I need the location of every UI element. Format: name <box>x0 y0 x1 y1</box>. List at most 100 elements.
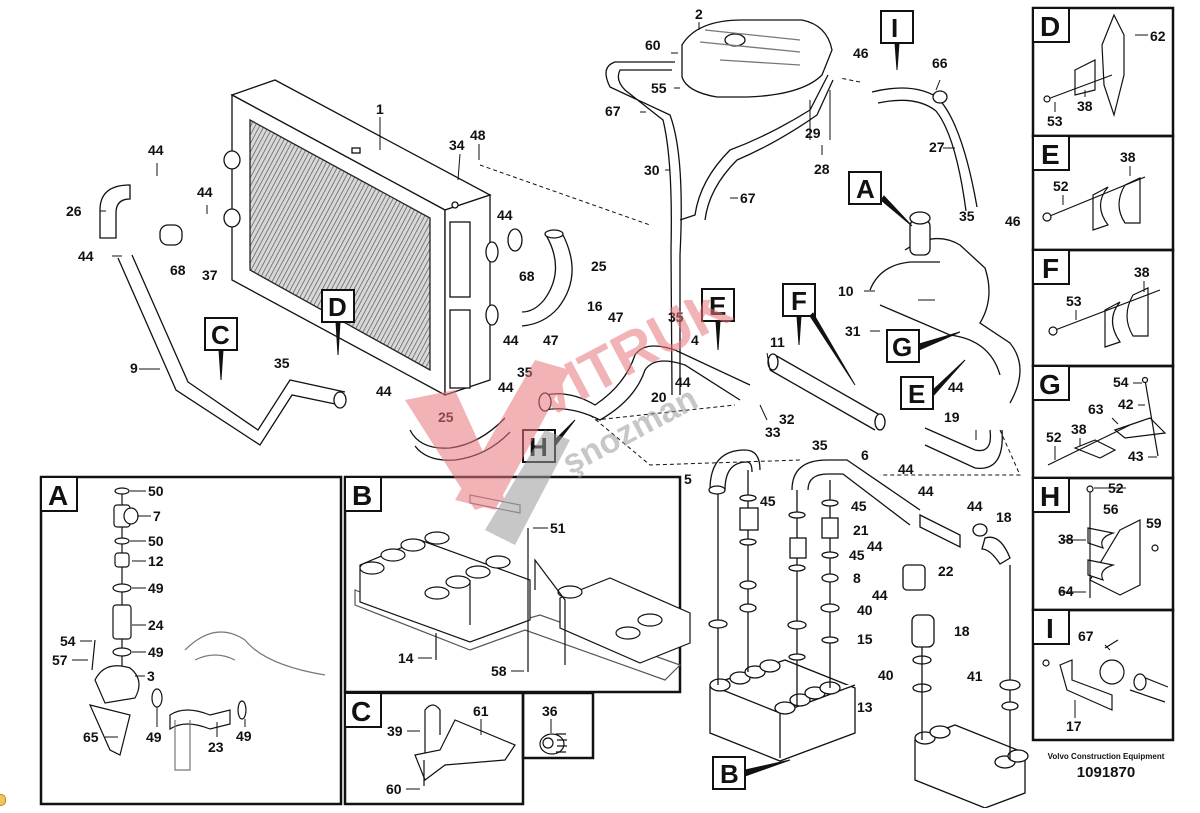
callout-40-stack: 40 <box>857 602 873 618</box>
inset-c-callout-39: 39 <box>387 723 403 739</box>
hose-27 <box>871 87 978 212</box>
drawing-number: 1091870 <box>1076 764 1136 781</box>
inset-36-drawing <box>539 733 567 755</box>
inset-c-callouts: 39 61 60 36 <box>386 703 558 797</box>
callout-33: 33 <box>765 424 781 440</box>
inset-c-drawing <box>414 704 516 786</box>
inset-h-callout-38: 38 <box>1058 531 1074 547</box>
leader-lines <box>100 22 977 440</box>
callout-4: 4 <box>691 332 699 348</box>
callout-10: 10 <box>838 283 854 299</box>
inset-a-callout-49-a: 49 <box>148 580 164 596</box>
inset-b-callout-58: 58 <box>491 663 507 679</box>
hose-25-lower <box>409 417 511 461</box>
callout-35-pipe6: 35 <box>812 437 828 453</box>
inset-a-callouts: 50 7 50 12 49 24 54 57 49 3 65 49 23 49 <box>52 483 252 755</box>
inset-f-letter: F <box>1042 253 1059 284</box>
callout-9: 9 <box>130 360 138 376</box>
inset-i-callout-67: 67 <box>1078 628 1094 644</box>
callout-66: 66 <box>932 55 948 71</box>
callout-35-left: 35 <box>274 355 290 371</box>
callout-8: 8 <box>853 570 861 586</box>
callout-25-lower: 25 <box>438 409 454 425</box>
callout-2: 2 <box>695 6 703 22</box>
callout-13: 13 <box>857 699 873 715</box>
inset-h-callout-59: 59 <box>1146 515 1162 531</box>
callout-5: 5 <box>684 471 692 487</box>
inset-d-drawing <box>1043 13 1125 118</box>
callout-25-upper: 25 <box>591 258 607 274</box>
callout-44-g: 44 <box>498 379 514 395</box>
callout-44-i: 44 <box>948 379 964 395</box>
callout-35-pipe4: 35 <box>668 309 684 325</box>
callout-44-a: 44 <box>148 142 164 158</box>
hose-19 <box>924 427 1003 469</box>
callout-44-m: 44 <box>867 538 883 554</box>
main-callouts: 1 2 4 5 6 9 10 11 13 15 16 18 18 19 20 2… <box>66 6 1021 715</box>
inset-g-callout-63: 63 <box>1088 401 1104 417</box>
inset-g-callout-52: 52 <box>1046 429 1062 445</box>
callout-67-a: 67 <box>605 103 621 119</box>
callout-32: 32 <box>779 411 795 427</box>
callout-19: 19 <box>944 409 960 425</box>
inset-a-callout-57: 57 <box>52 652 68 668</box>
inset-e-drawing <box>1042 176 1146 231</box>
guide-lines <box>479 77 1021 476</box>
callout-22a: 22 <box>938 563 954 579</box>
oil-cooler-right <box>914 724 1029 809</box>
inset-f-callout-53: 53 <box>1066 293 1082 309</box>
footer-block: Volvo Construction Equipment 1091870 <box>1046 752 1166 781</box>
callout-35-right: 35 <box>959 208 975 224</box>
callout-46-top: 46 <box>853 45 869 61</box>
inset-right-leaders <box>1054 34 1157 718</box>
inset-g-callout-54: 54 <box>1113 374 1129 390</box>
callout-48: 48 <box>470 127 486 143</box>
oil-cooler-13 <box>709 659 856 762</box>
inset-c-callout-60: 60 <box>386 781 402 797</box>
pipe-10 <box>869 211 1021 404</box>
inset-a-callout-50: 50 <box>148 533 164 549</box>
flag-b: B <box>720 759 739 789</box>
inset-d-callout-38: 38 <box>1077 98 1093 114</box>
hose-30 <box>605 61 682 396</box>
inset-i-callout-17: 17 <box>1066 718 1082 734</box>
inset-a-callout-50-top: 50 <box>148 483 164 499</box>
pipe-11 <box>767 353 886 431</box>
flag-e-upper: E <box>709 291 726 321</box>
inset-h-callout-64: 64 <box>1058 583 1074 599</box>
callout-37: 37 <box>202 267 218 283</box>
hose-29 <box>679 74 834 221</box>
callout-44-d: 44 <box>497 207 513 223</box>
callout-47-b: 47 <box>608 309 624 325</box>
inset-i-drawing <box>1042 639 1169 711</box>
callout-45-a: 45 <box>760 493 776 509</box>
callout-45-b: 45 <box>851 498 867 514</box>
inset-b-callout-14: 14 <box>398 650 414 666</box>
callout-29: 29 <box>805 125 821 141</box>
callout-44-n: 44 <box>872 587 888 603</box>
flag-h: H <box>529 432 548 462</box>
callout-44-k: 44 <box>918 483 934 499</box>
callout-60: 60 <box>645 37 661 53</box>
hose-22-18 <box>902 513 1021 760</box>
inset-c-callout-61: 61 <box>473 703 489 719</box>
inset-g-letter: G <box>1039 369 1061 400</box>
pipe-5-6-stacks <box>708 449 921 705</box>
callout-44-b: 44 <box>197 184 213 200</box>
corner-tab-icon <box>0 794 6 806</box>
inset-a-callout-23: 23 <box>208 739 224 755</box>
inset-i-frame <box>1031 608 1175 742</box>
inset-f-drawing <box>1048 287 1161 348</box>
radiator <box>223 79 499 397</box>
inset-a-callout-49-c: 49 <box>146 729 162 745</box>
inset-a-callout-49-b: 49 <box>148 644 164 660</box>
callout-34: 34 <box>449 137 465 153</box>
callout-18-lower: 18 <box>954 623 970 639</box>
flag-e-lower: E <box>908 379 925 409</box>
inset-g-callout-43: 43 <box>1128 448 1144 464</box>
callout-21: 21 <box>853 522 869 538</box>
callout-20: 20 <box>651 389 667 405</box>
callout-44-l: 44 <box>967 498 983 514</box>
